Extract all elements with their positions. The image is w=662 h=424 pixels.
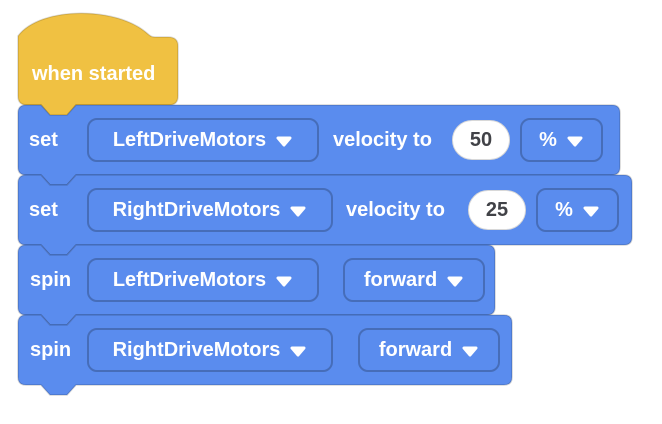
unit-dropdown-label: % <box>539 128 557 151</box>
set-label: set <box>29 198 58 221</box>
hat-label: when started <box>32 62 156 85</box>
motor-dropdown[interactable]: LeftDriveMotors <box>87 258 319 302</box>
chevron-down-icon <box>290 346 306 356</box>
direction-dropdown-label: forward <box>363 268 438 291</box>
motor-dropdown-label: RightDriveMotors <box>112 198 281 221</box>
chevron-down-icon <box>462 346 478 356</box>
unit-dropdown-label: % <box>555 198 573 221</box>
motor-dropdown[interactable]: LeftDriveMotors <box>87 118 319 162</box>
velocity-value: 50 <box>469 128 493 151</box>
motor-dropdown[interactable]: RightDriveMotors <box>87 328 333 372</box>
hat-block-when-started[interactable] <box>17 12 179 117</box>
unit-dropdown[interactable]: % <box>536 188 619 232</box>
direction-dropdown[interactable]: forward <box>343 258 485 302</box>
direction-dropdown-label: forward <box>378 338 453 361</box>
motor-dropdown[interactable]: RightDriveMotors <box>87 188 333 232</box>
direction-dropdown[interactable]: forward <box>358 328 500 372</box>
chevron-down-icon <box>276 276 292 286</box>
motor-dropdown-label: LeftDriveMotors <box>112 268 267 291</box>
spin-label: spin <box>30 268 72 291</box>
motor-dropdown-label: RightDriveMotors <box>112 338 281 361</box>
unit-dropdown[interactable]: % <box>520 118 603 162</box>
velocity-value-input[interactable]: 50 <box>452 120 510 160</box>
chevron-down-icon <box>447 276 463 286</box>
set-label: set <box>29 128 58 151</box>
chevron-down-icon <box>290 206 306 216</box>
velocity-to-label: velocity to <box>333 128 432 151</box>
motor-dropdown-label: LeftDriveMotors <box>112 128 267 151</box>
chevron-down-icon <box>583 206 599 216</box>
chevron-down-icon <box>567 136 583 146</box>
velocity-value: 25 <box>485 198 509 221</box>
block-spin-right[interactable] <box>17 314 513 396</box>
chevron-down-icon <box>276 136 292 146</box>
velocity-value-input[interactable]: 25 <box>468 190 526 230</box>
velocity-to-label: velocity to <box>346 198 445 221</box>
spin-label: spin <box>30 338 72 361</box>
